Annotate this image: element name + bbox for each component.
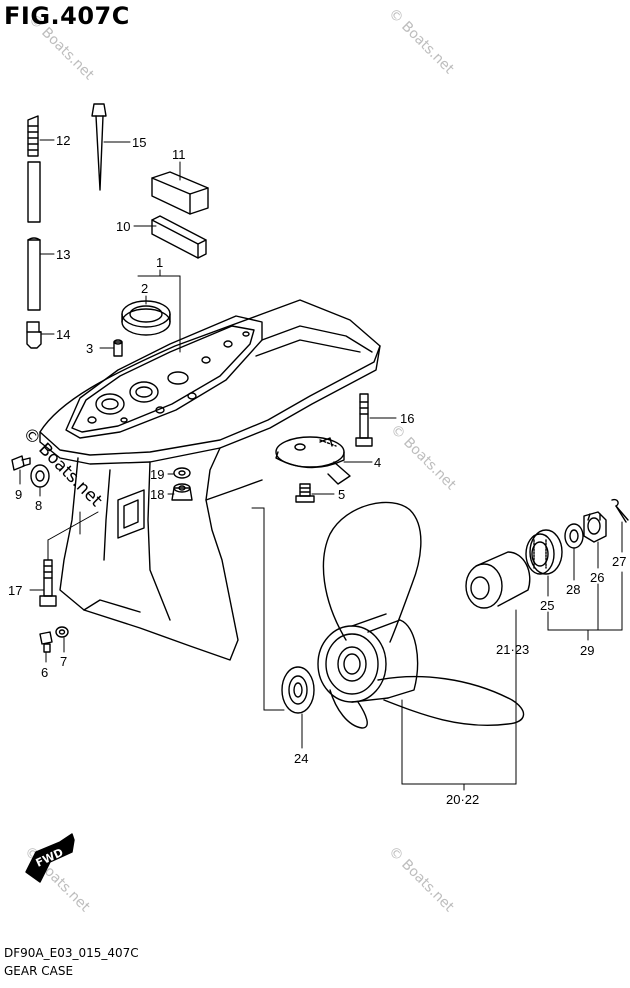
callout-5: 5: [338, 487, 345, 502]
part-4-trim-tab: [275, 436, 351, 485]
part-24-thrust-washer: [281, 666, 315, 714]
callout-11: 11: [172, 147, 186, 162]
part-20-22-propeller: [317, 501, 525, 729]
callout-6: 6: [41, 665, 48, 680]
part-10-strip: [151, 215, 207, 259]
callout-24: 24: [294, 751, 308, 766]
callout-20-22: 20·22: [446, 792, 479, 807]
callout-13: 13: [56, 247, 70, 262]
diagram-name-caption: GEAR CASE: [4, 964, 74, 978]
callout-8: 8: [35, 498, 42, 513]
watermark-group: © Boats.net © Boats.net © Boats.net © Bo…: [18, 6, 459, 916]
part-26-castle-nut: [583, 511, 607, 543]
figure-title: FIG.407C: [4, 2, 130, 30]
callout-21-23: 21·23: [496, 642, 529, 657]
part-28-washer: [564, 523, 584, 549]
watermark-mid-right: © Boats.net: [387, 422, 459, 494]
watermark-bottom-right: © Boats.net: [385, 844, 457, 916]
part-7-gasket: [55, 626, 69, 638]
part-19-washer: [173, 467, 191, 479]
part-21-23-spacer: [465, 551, 531, 609]
part-8-grommet: [30, 464, 50, 488]
callout-7: 7: [60, 654, 67, 669]
leader-lines: [19, 139, 623, 791]
part-15-cable-tie: [91, 103, 107, 191]
callout-12: 12: [56, 133, 70, 148]
part-27-cotter-pin: [611, 498, 629, 523]
callout-15: 15: [132, 135, 146, 150]
callout-18: 18: [150, 487, 164, 502]
part-2-bearing: [121, 300, 171, 336]
callout-9: 9: [15, 487, 22, 502]
callout-16: 16: [400, 411, 414, 426]
part-1-gear-case: [39, 299, 381, 661]
callout-17: 17: [8, 583, 22, 598]
part-14-tube-fitting: [26, 321, 42, 349]
part-3-dowel-pin: [113, 339, 123, 357]
watermark-top-right: © Boats.net: [385, 6, 457, 78]
part-16-bolt: [355, 393, 373, 447]
callout-25: 25: [540, 598, 554, 613]
callout-26: 26: [590, 570, 604, 585]
diagram-code-caption: DF90A_E03_015_407C: [4, 946, 139, 960]
part-13-water-tube: [27, 161, 41, 311]
callout-2: 2: [141, 281, 148, 296]
callout-labels: 12 13 14 15 11 10 1 2 3 16 4 5 19 18 9 8…: [8, 133, 626, 807]
part-25-splined-washer: [525, 529, 563, 575]
part-12-hose-cap: [27, 115, 39, 157]
part-6-drain-screw: [39, 631, 53, 653]
part-17-bolt: [39, 559, 57, 607]
callout-14: 14: [56, 327, 70, 342]
part-5-bolt: [295, 483, 315, 503]
callout-1: 1: [156, 255, 163, 270]
callout-19: 19: [150, 467, 164, 482]
callout-28: 28: [566, 582, 580, 597]
callout-10: 10: [116, 219, 130, 234]
callout-3: 3: [86, 341, 93, 356]
callout-4: 4: [374, 455, 381, 470]
part-11-rubber-block: [151, 171, 209, 215]
callout-29: 29: [580, 643, 594, 658]
callout-27: 27: [612, 554, 626, 569]
part-18-nut: [171, 483, 193, 501]
part-9-bolt: [11, 455, 31, 471]
